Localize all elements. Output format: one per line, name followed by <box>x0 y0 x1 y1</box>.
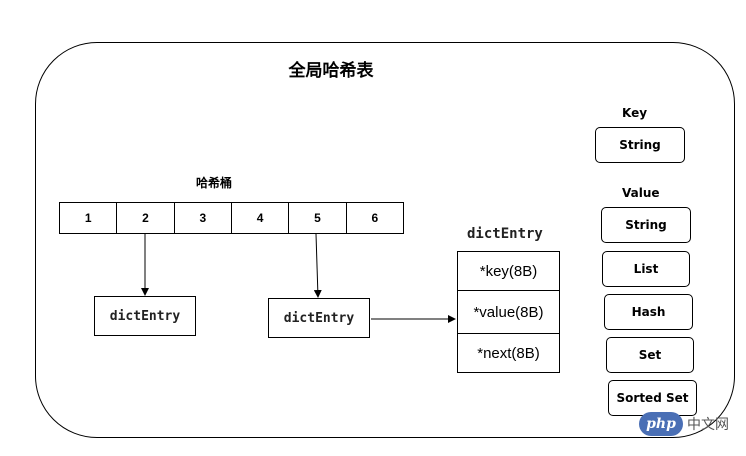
diagram-title: 全局哈希表 <box>288 61 374 81</box>
struct-field-key: *key(8B) <box>457 251 560 291</box>
watermark: php 中文网 <box>639 412 729 436</box>
global-hash-table-frame <box>35 42 735 438</box>
bucket-cell: 6 <box>345 202 404 234</box>
dict-entry-box: dictEntry <box>268 298 370 338</box>
bucket-label: 哈希桶 <box>196 176 233 190</box>
value-type-set: Set <box>606 337 694 373</box>
watermark-text: 中文网 <box>687 417 729 433</box>
value-type-string: String <box>601 207 691 243</box>
value-type-list: List <box>602 251 690 287</box>
value-label: Value <box>622 186 660 200</box>
key-label: Key <box>622 106 648 120</box>
key-type-string: String <box>595 127 685 163</box>
struct-field-value: *value(8B) <box>457 290 560 334</box>
watermark-logo: php <box>639 412 683 436</box>
arrow-bucket5-to-entry <box>313 233 322 298</box>
struct-field-next: *next(8B) <box>457 333 560 373</box>
dict-entry-struct-title: dictEntry <box>467 226 543 242</box>
value-type-hash: Hash <box>604 294 693 330</box>
dict-entry-box: dictEntry <box>94 296 196 336</box>
hash-bucket-row: 1 2 3 4 5 6 <box>59 202 404 234</box>
